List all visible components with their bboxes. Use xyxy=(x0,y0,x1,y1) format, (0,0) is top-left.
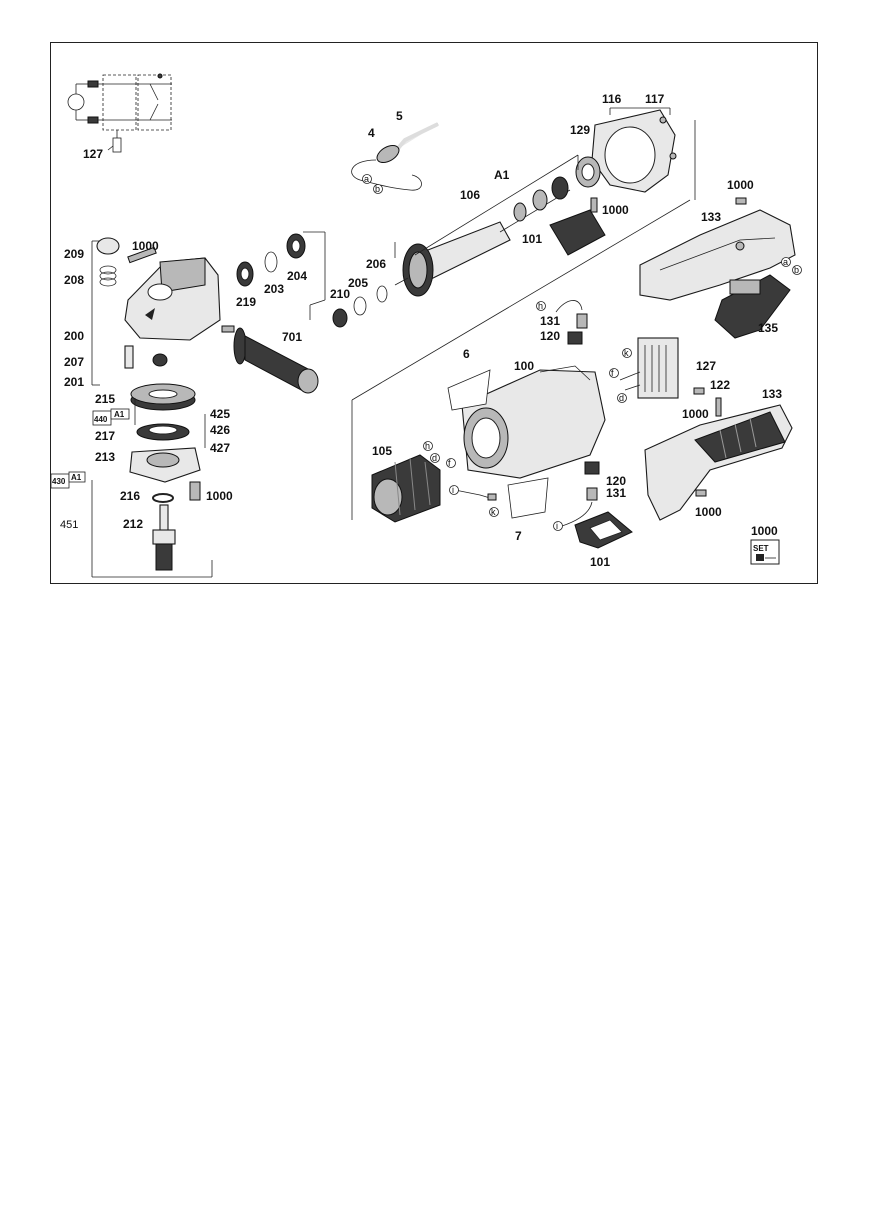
part-label: 131 xyxy=(606,486,626,500)
part-label: 120 xyxy=(540,329,560,343)
part-label: 1000 xyxy=(751,524,778,538)
grip-handle xyxy=(644,387,793,521)
carbon-brush-lower xyxy=(561,461,600,527)
part-label: 212 xyxy=(123,517,143,531)
part-label: A1 xyxy=(494,168,510,182)
part-label: 117 xyxy=(645,92,665,106)
part-label: 425 xyxy=(210,407,230,421)
part-label: 1000 xyxy=(132,239,159,253)
box-labels xyxy=(50,408,780,565)
part-label: 209 xyxy=(64,247,84,261)
part-label: 101 xyxy=(522,232,542,246)
part-label: 201 xyxy=(64,375,84,389)
part-label: 135 xyxy=(758,321,778,335)
callout-letter: f xyxy=(448,458,451,468)
switch-cover-bottom xyxy=(574,511,633,549)
motor-housing xyxy=(447,365,606,479)
callout-letter: b xyxy=(375,184,380,194)
part-label: 213 xyxy=(95,450,115,464)
spindle xyxy=(152,504,176,571)
part-label: 105 xyxy=(372,444,392,458)
part-label: 127 xyxy=(83,147,103,161)
set-badge: SET xyxy=(753,544,769,553)
part-label: 133 xyxy=(701,210,721,224)
callout-letter: a xyxy=(364,174,369,184)
part-label: 216 xyxy=(120,489,140,503)
part-label: 1000 xyxy=(602,203,629,217)
gear-housing xyxy=(96,237,221,369)
bearing-set xyxy=(236,233,306,287)
part-label: 100 xyxy=(514,359,534,373)
part-label: 127 xyxy=(696,359,716,373)
part-label: 133 xyxy=(762,387,782,401)
callout-letter: i xyxy=(452,485,454,495)
power-cable xyxy=(351,122,439,191)
part-label: 131 xyxy=(540,314,560,328)
part-label: 122 xyxy=(710,378,730,392)
carbon-brush-upper xyxy=(555,300,588,345)
gear-assembly xyxy=(129,383,201,503)
part-label: 206 xyxy=(366,257,386,271)
part-label: 1000 xyxy=(695,505,722,519)
box-label: A1 xyxy=(71,473,82,482)
leader-lines xyxy=(91,107,696,578)
part-label: 1000 xyxy=(682,407,709,421)
part-label: 207 xyxy=(64,355,84,369)
part-label: 215 xyxy=(95,392,115,406)
callout-letter: a xyxy=(783,257,788,267)
rear-housing xyxy=(639,197,796,339)
part-label: 204 xyxy=(287,269,307,283)
part-label: 1000 xyxy=(206,489,233,503)
part-label: 427 xyxy=(210,441,230,455)
label-plate-7 xyxy=(507,477,549,519)
part-label: 1000 xyxy=(727,178,754,192)
terminal-block xyxy=(619,337,679,399)
part-label: 7 xyxy=(515,529,522,543)
part-labels: 127 5 4 a b 116 117 129 A1 106 1000 101 … xyxy=(52,92,802,569)
part-label: 5 xyxy=(396,109,403,123)
part-label: 219 xyxy=(236,295,256,309)
part-label: 129 xyxy=(570,123,590,137)
part-label: 200 xyxy=(64,329,84,343)
callout-letter: f xyxy=(611,368,614,378)
callout-letter: h xyxy=(425,441,430,451)
washer-set xyxy=(332,285,388,328)
box-label: A1 xyxy=(114,410,125,419)
callout-letter: d xyxy=(432,453,437,463)
part-label: 106 xyxy=(460,188,480,202)
part-label: 101 xyxy=(590,555,610,569)
part-label: 116 xyxy=(602,92,622,106)
part-label: 426 xyxy=(210,423,230,437)
field-coil xyxy=(371,454,497,523)
side-handle xyxy=(221,325,319,394)
callout-letter: k xyxy=(624,348,629,358)
armature xyxy=(394,176,571,297)
callout-letter: d xyxy=(619,393,624,403)
wiring-schematic xyxy=(67,73,172,153)
part-label: 208 xyxy=(64,273,84,287)
box-label: 430 xyxy=(52,477,66,486)
part-label: 451 xyxy=(60,519,78,531)
box-label: 440 xyxy=(94,415,108,424)
bearing-housing xyxy=(575,109,677,193)
part-label: 217 xyxy=(95,429,115,443)
part-label: 203 xyxy=(264,282,284,296)
callout-letter: b xyxy=(794,265,799,275)
callout-letter: h xyxy=(538,301,543,311)
part-label: 210 xyxy=(330,287,350,301)
part-label: 205 xyxy=(348,276,368,290)
callout-letter: i xyxy=(556,521,558,531)
callout-letter: k xyxy=(491,507,496,517)
part-label: 4 xyxy=(368,126,375,140)
switch-cover-top xyxy=(549,197,606,256)
part-label: 120 xyxy=(606,474,626,488)
part-label: 701 xyxy=(282,330,302,344)
part-label: 6 xyxy=(463,347,470,361)
